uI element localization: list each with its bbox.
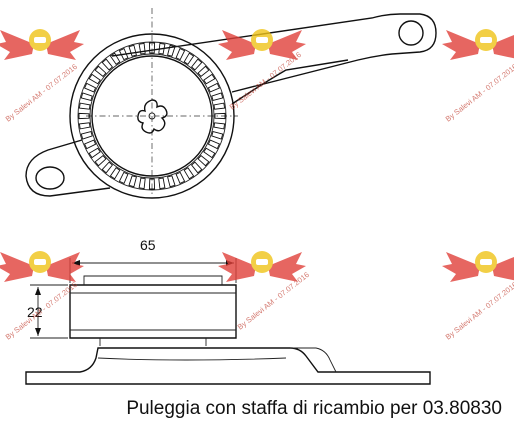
watermark-logo: By Salevi AM - 07.07.2016 [442, 251, 514, 342]
groove-tooth [88, 73, 101, 85]
bracket-side-step [290, 347, 337, 373]
groove-tooth [148, 42, 156, 54]
groove-tooth [83, 82, 97, 93]
groove-tooth [203, 147, 216, 159]
groove-tooth [158, 177, 166, 190]
groove-tooth [175, 47, 186, 61]
groove-tooth [80, 131, 93, 140]
groove-tooth [190, 58, 203, 71]
watermark-wings-icon [0, 252, 84, 282]
groove-tooth [158, 42, 166, 55]
watermark-car-icon [256, 259, 268, 265]
watermark-logo: By Salevi AM - 07.07.2016 [0, 29, 84, 124]
watermark-layer: By Salevi AM - 07.07.2016 By Salevi AM - … [0, 29, 514, 342]
groove-tooth [148, 178, 156, 190]
watermark-logo: By Salevi AM - 07.07.2016 [442, 29, 514, 124]
torx-socket-icon [137, 99, 168, 134]
groove-tooth [211, 131, 224, 140]
watermark-wings-icon [218, 252, 306, 282]
groove-tooth [167, 44, 176, 57]
side-view: 65 22 [25, 237, 431, 385]
groove-tooth [183, 52, 195, 65]
groove-tooth [213, 122, 226, 130]
dimension-65-label: 65 [140, 237, 156, 253]
watermark-car-icon [480, 37, 492, 43]
pulley-groove-teeth [78, 42, 226, 190]
groove-tooth [203, 73, 216, 85]
bracket-arm-lower-edge [231, 59, 349, 105]
torx-center [148, 112, 156, 120]
bracket-eye-lower-left [35, 166, 65, 190]
watermark-wings-icon [0, 30, 84, 60]
groove-tooth [78, 112, 90, 120]
groove-tooth [183, 167, 195, 180]
bracket-side-inner [97, 357, 287, 361]
groove-tooth [118, 171, 129, 185]
top-view [25, 8, 437, 199]
groove-tooth [101, 161, 114, 174]
pulley-hub-ring [91, 55, 213, 177]
groove-tooth [94, 65, 107, 78]
watermark-text: By Salevi AM - 07.07.2016 [4, 280, 79, 342]
groove-tooth [128, 175, 137, 188]
dimension-22-label: 22 [27, 304, 43, 320]
groove-tooth [167, 175, 176, 188]
watermark-text: By Salevi AM - 07.07.2016 [444, 62, 514, 124]
watermark-car-icon [480, 259, 492, 265]
groove-tooth [118, 47, 129, 61]
pulley-outer-ring [69, 33, 235, 199]
bracket-side-profile [25, 347, 431, 385]
bracket-eye-upper-right [398, 20, 424, 46]
groove-tooth [211, 92, 224, 101]
watermark-text: By Salevi AM - 07.07.2016 [4, 62, 79, 124]
groove-tooth [128, 44, 137, 57]
pulley-side-body [69, 284, 237, 339]
groove-tooth [78, 102, 91, 110]
groove-tooth [138, 177, 146, 190]
groove-tooth [88, 147, 101, 159]
watermark-logo: By Salevi AM - 07.07.2016 [218, 29, 306, 112]
groove-tooth [78, 122, 91, 130]
groove-tooth [197, 65, 210, 78]
groove-tooth [214, 112, 226, 120]
groove-tooth [94, 154, 107, 167]
groove-tooth [101, 58, 114, 71]
bracket-arm-upper [111, 13, 437, 93]
groove-tooth [80, 92, 93, 101]
watermark-car-icon [34, 259, 46, 265]
watermark-logo: By Salevi AM - 07.07.2016 [218, 251, 311, 332]
groove-tooth [197, 154, 210, 167]
watermark-text: By Salevi AM - 07.07.2016 [228, 50, 303, 112]
groove-tooth [175, 171, 186, 185]
watermark-car-icon [256, 37, 268, 43]
groove-tooth [207, 82, 221, 93]
groove-tooth [207, 139, 221, 150]
dimension-22-arrow-top [35, 287, 41, 295]
groove-tooth [138, 42, 146, 55]
dimension-22-arrow-bottom [35, 328, 41, 336]
groove-tooth [83, 139, 97, 150]
pulley-groove-ring-outer [77, 41, 227, 191]
groove-tooth [190, 161, 203, 174]
watermark-text: By Salevi AM - 07.07.2016 [444, 280, 514, 342]
watermark-text: By Salevi AM - 07.07.2016 [236, 270, 311, 332]
pulley-side-cap [83, 275, 223, 285]
watermark-wings-icon [218, 30, 306, 60]
caption: Puleggia con staffa di ricambio per 03.8… [0, 398, 514, 420]
groove-tooth [213, 102, 226, 110]
pulley-groove-ring-inner [89, 53, 215, 179]
watermark-car-icon [34, 37, 46, 43]
dimension-65-arrow-left [72, 260, 80, 266]
groove-tooth [109, 52, 121, 65]
bracket-lug-left [25, 139, 111, 197]
caption-text: Puleggia con staffa di ricambio per 03.8… [126, 398, 502, 419]
watermark-logo: By Salevi AM - 07.07.2016 [0, 251, 84, 342]
groove-tooth [109, 167, 121, 180]
